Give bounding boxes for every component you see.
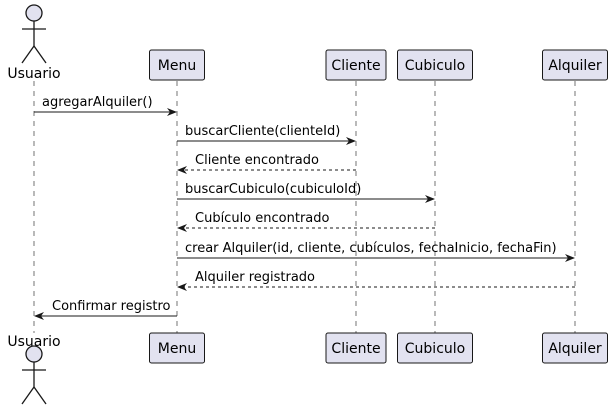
message-1: agregarAlquiler()	[34, 95, 177, 116]
participant-alquiler-top: Alquiler	[542, 49, 608, 81]
arrowhead-icon	[167, 108, 177, 116]
arrowhead-icon	[425, 195, 435, 203]
participant-cliente-top: Cliente	[325, 49, 387, 81]
actor-usuario-bottom: Usuario	[7, 334, 61, 405]
arrowhead-icon	[177, 166, 187, 174]
message-label: Confirmar registro	[52, 299, 171, 314]
message-5: Cubículo encontrado	[177, 211, 435, 232]
message-3: Cliente encontrado	[177, 153, 356, 174]
message-7: Alquiler registrado	[177, 270, 575, 291]
participant-cubiculo-top: Cubiculo	[397, 49, 473, 81]
arrowhead-icon	[346, 137, 356, 145]
participant-label: Cliente	[331, 341, 380, 357]
arrowhead-icon	[177, 283, 187, 291]
participant-menu-top: Menu	[149, 49, 205, 81]
message-8: Confirmar registro	[34, 299, 177, 320]
message-label: crear Alquiler(id, cliente, cubículos, f…	[185, 241, 557, 256]
arrowhead-icon	[177, 224, 187, 232]
actor-label: Usuario	[7, 66, 60, 82]
participant-label: Cubiculo	[405, 58, 465, 74]
participant-label: Cubiculo	[405, 341, 465, 357]
arrowhead-icon	[34, 312, 44, 320]
arrowhead-icon	[565, 254, 575, 262]
actor-usuario-top: Usuario	[7, 4, 61, 82]
message-4: buscarCubiculo(cubiculoId)	[177, 182, 435, 203]
participant-cliente-bottom: Cliente	[325, 332, 387, 364]
participant-label: Alquiler	[548, 58, 602, 74]
message-2: buscarCliente(clienteId)	[177, 124, 356, 145]
actor-stick-figure-icon	[21, 345, 47, 405]
participant-label: Menu	[158, 341, 196, 357]
message-label: Alquiler registrado	[195, 270, 315, 285]
actor-label: Usuario	[7, 334, 60, 350]
participant-cubiculo-bottom: Cubiculo	[397, 332, 473, 364]
participant-alquiler-bottom: Alquiler	[542, 332, 608, 364]
message-label: Cliente encontrado	[195, 153, 319, 168]
message-label: Cubículo encontrado	[195, 211, 330, 226]
message-label: buscarCubiculo(cubiculoId)	[185, 182, 361, 197]
actor-stick-figure-icon	[21, 4, 47, 64]
participant-label: Alquiler	[548, 341, 602, 357]
message-label: agregarAlquiler()	[42, 95, 153, 110]
participant-label: Cliente	[331, 58, 380, 74]
message-6: crear Alquiler(id, cliente, cubículos, f…	[177, 241, 575, 262]
message-label: buscarCliente(clienteId)	[185, 124, 340, 139]
participant-label: Menu	[158, 58, 196, 74]
participant-menu-bottom: Menu	[149, 332, 205, 364]
